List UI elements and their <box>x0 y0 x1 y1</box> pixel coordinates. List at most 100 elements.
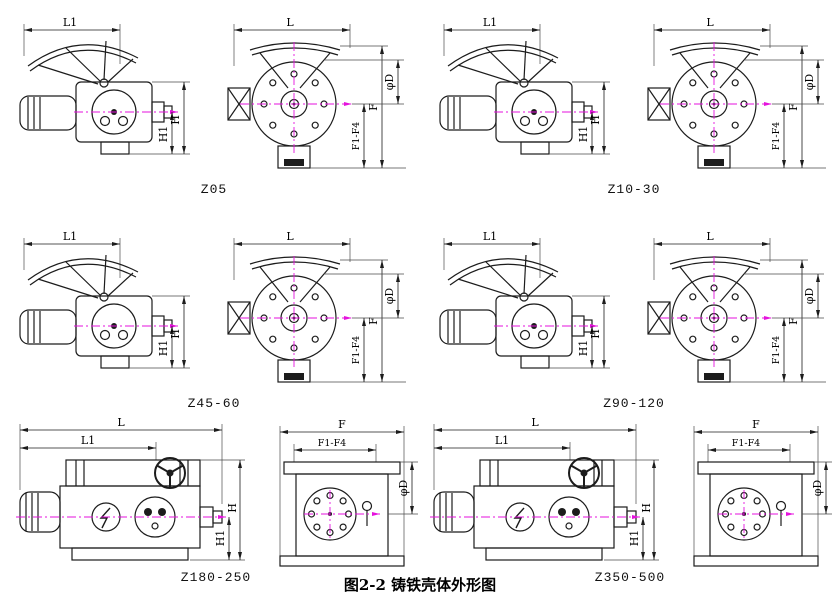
side-view-drawing: L L1 <box>16 416 245 561</box>
dim-F: F <box>760 45 808 168</box>
motor-end <box>227 87 251 121</box>
dim-phiD: φD <box>744 273 824 319</box>
front-view-drawing: L <box>647 16 826 169</box>
figure-caption: 图2-2 铸铁壳体外形图 <box>343 576 497 594</box>
dim-L: L <box>233 16 351 66</box>
panel-z05: L1 <box>16 8 412 197</box>
motor-cylinder <box>433 491 475 533</box>
dim-L1: L1 <box>23 16 121 64</box>
actuator-body <box>75 81 153 155</box>
dim-label-h: H <box>169 115 182 125</box>
motor-cylinder <box>19 491 61 533</box>
dim-label-f: F <box>752 418 760 431</box>
front-view-drawing: F F1-F4 <box>693 418 832 567</box>
dim-H: H <box>152 295 190 368</box>
gear-tube <box>65 459 201 487</box>
dim-label-h1: H1 <box>628 530 641 547</box>
dim-label-f: F <box>367 103 380 111</box>
dim-label-phid: φD <box>803 74 816 91</box>
dim-H: H <box>152 81 190 154</box>
gear-tube <box>479 459 615 487</box>
actuator-body <box>495 81 573 155</box>
actuator-body <box>75 295 153 369</box>
side-view-drawing: L1 <box>439 16 610 155</box>
dim-F: F <box>279 418 405 556</box>
model-label-z180-250: Z180-250 <box>180 570 252 585</box>
dim-label-h: H <box>640 503 653 513</box>
handwheel <box>447 40 559 88</box>
dim-label-l: L <box>117 416 125 429</box>
side-view-drawing: L1 <box>439 230 610 369</box>
handwheel <box>447 254 559 302</box>
dim-F: F <box>340 45 388 168</box>
panel-z180-250: L L1 <box>10 416 422 585</box>
panel-z05-views: L1 <box>16 8 412 180</box>
dim-label-h: H <box>226 503 239 513</box>
front-view-drawing: L <box>647 230 826 383</box>
model-label-z90-120: Z90-120 <box>603 396 665 411</box>
motor-cylinder <box>19 309 77 345</box>
model-label-z10-30: Z10-30 <box>607 182 661 197</box>
dim-L1: L1 <box>443 16 541 64</box>
dim-label-f1f4: F1-F4 <box>351 122 362 150</box>
dim-label-l1: L1 <box>483 230 497 243</box>
motor-end <box>227 301 251 335</box>
dim-label-h: H <box>589 115 602 125</box>
dim-H: H <box>200 459 245 560</box>
dim-label-h1: H1 <box>157 126 170 143</box>
model-label-z05: Z05 <box>200 182 228 197</box>
dim-label-phid: φD <box>811 480 824 497</box>
dim-label-h1: H1 <box>214 530 227 547</box>
handwheel <box>154 457 186 489</box>
dim-H: H <box>572 295 610 368</box>
dim-phiD: φD <box>744 59 824 105</box>
dim-F1-F4: F1-F4 <box>730 317 826 383</box>
bolt-holes <box>307 491 353 537</box>
panel-z90-120: L1 <box>436 222 832 411</box>
panel-z10-30: L1 <box>436 8 832 197</box>
dim-label-f1f4: F1-F4 <box>351 336 362 364</box>
actuator-body <box>59 485 201 561</box>
panel-z350-500: L L1 <box>424 416 836 585</box>
motor-cylinder <box>19 95 77 131</box>
model-label-z350-500: Z350-500 <box>594 570 666 585</box>
handwheel-rim <box>249 42 341 89</box>
dim-label-l: L <box>531 416 539 429</box>
housing <box>279 461 405 567</box>
dim-F1-F4: F1-F4 <box>310 103 406 169</box>
dim-F: F <box>340 259 388 382</box>
handwheel <box>27 40 139 88</box>
dim-phiD: φD <box>802 461 832 515</box>
dim-label-f1f4: F1-F4 <box>732 438 760 449</box>
dim-F1-F4: F1-F4 <box>310 317 406 383</box>
dim-H1: H1 <box>129 112 190 155</box>
motor-cylinder <box>439 95 497 131</box>
handwheel <box>568 457 600 489</box>
dim-label-f: F <box>338 418 346 431</box>
dim-label-l1: L1 <box>495 434 509 447</box>
dim-L: L <box>433 416 637 504</box>
dim-label-phid: φD <box>383 288 396 305</box>
actuator-body <box>495 295 573 369</box>
model-label-z45-60: Z45-60 <box>187 396 241 411</box>
dim-phiD: φD <box>324 59 404 105</box>
motor-cylinder <box>439 309 497 345</box>
dim-H1: H1 <box>549 112 610 155</box>
dim-label-f1f4: F1-F4 <box>318 438 346 449</box>
dim-F1-F4: F1-F4 <box>730 103 826 169</box>
dim-H1: H1 <box>549 326 610 369</box>
dim-label-f1f4: F1-F4 <box>771 336 782 364</box>
handwheel-rim <box>669 256 761 303</box>
motor-end <box>647 301 671 335</box>
bolt-holes <box>260 70 328 138</box>
housing <box>693 461 819 567</box>
dim-phiD: φD <box>324 273 404 319</box>
dim-label-f: F <box>787 103 800 111</box>
dim-L1: L1 <box>443 230 541 278</box>
dim-label-f: F <box>367 317 380 325</box>
handwheel-rim <box>669 42 761 89</box>
dim-label-h1: H1 <box>577 340 590 357</box>
panel-z10-30-views: L1 <box>436 8 832 180</box>
dim-label-l: L <box>706 16 714 29</box>
dim-label-f1f4: F1-F4 <box>771 122 782 150</box>
